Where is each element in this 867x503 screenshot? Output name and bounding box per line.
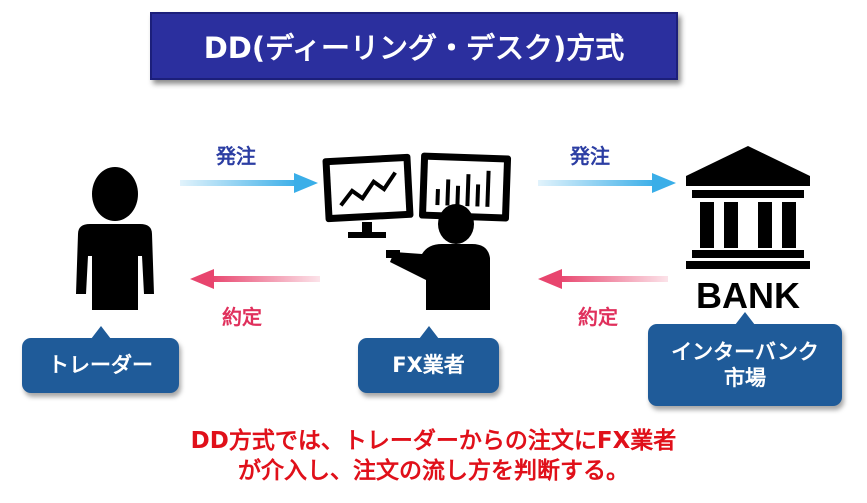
contract-arrow-left — [190, 269, 320, 289]
fx-dealer-bubble: FX業者 — [358, 326, 499, 393]
order-label-left: 発注 — [216, 144, 256, 168]
order-arrow-right — [538, 173, 676, 193]
contract-label-left: 約定 — [222, 305, 262, 329]
dealer-monitor-icon — [322, 152, 512, 310]
trader-person-icon — [76, 167, 154, 310]
interbank-bubble: インターバンク 市場 — [648, 312, 842, 406]
caption-line1: DD方式では、トレーダーからの注文にFX業者 — [190, 428, 677, 454]
caption: DD方式では、トレーダーからの注文にFX業者 が介入し、注文の流し方を判断する。 — [0, 426, 867, 486]
interbank-label-line2: 市場 — [724, 366, 766, 390]
caption-line2: が介入し、注文の流し方を判断する。 — [238, 458, 629, 484]
bank-building-icon: BANK — [686, 146, 810, 316]
order-arrow-left — [180, 173, 318, 193]
fx-dealer-label: FX業者 — [392, 353, 465, 378]
bank-sign: BANK — [696, 275, 800, 316]
contract-label-right: 約定 — [578, 305, 618, 329]
contract-arrow-right — [538, 269, 668, 289]
interbank-label-line1: インターバンク — [671, 339, 819, 364]
trader-bubble: トレーダー — [22, 326, 179, 393]
page-title: DD(ディーリング・デスク)方式 — [150, 12, 678, 80]
trader-label: トレーダー — [48, 353, 153, 378]
order-label-right: 発注 — [570, 144, 610, 168]
